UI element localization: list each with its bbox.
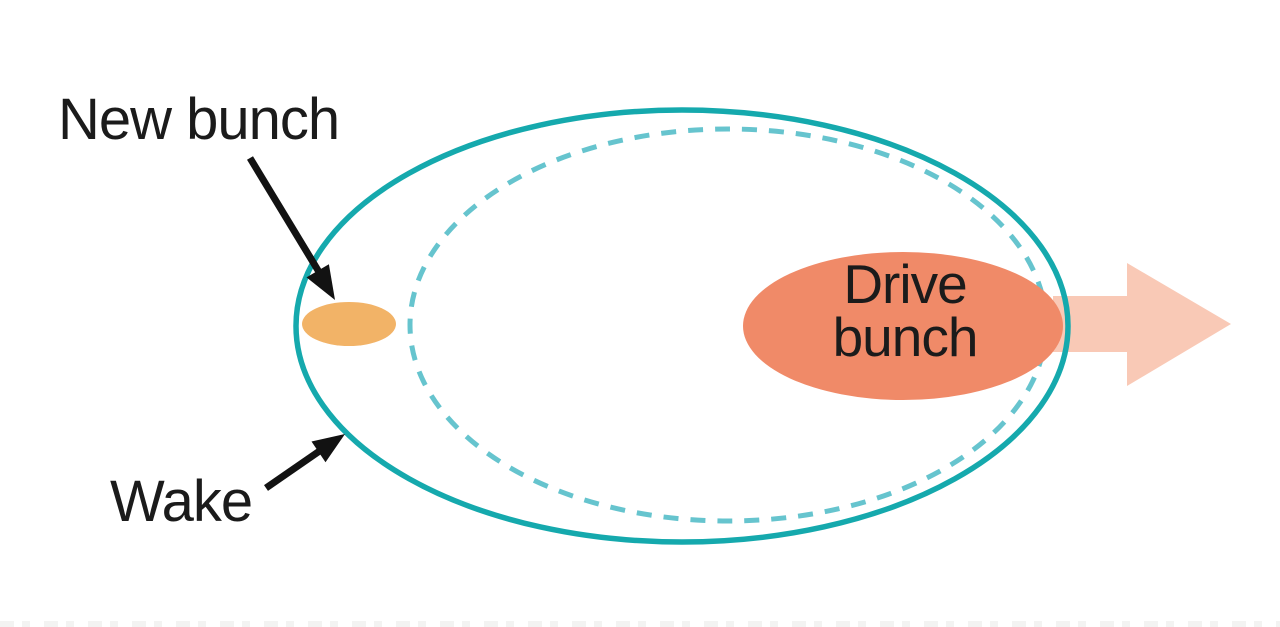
wake-outline-ellipse <box>293 107 1071 545</box>
wake-label: Wake <box>110 469 253 534</box>
new-bunch-pointer-arrow <box>247 156 335 300</box>
new-bunch-pointer-line <box>247 156 322 274</box>
new-bunch-label: New bunch <box>58 87 340 152</box>
new-bunch-ellipse <box>302 302 396 346</box>
wake-pointer-line <box>264 447 323 491</box>
drive-bunch-ellipse <box>743 252 1063 400</box>
cropped-caption-remnant <box>0 621 1280 627</box>
wake-pointer-head-icon <box>311 434 345 463</box>
direction-arrow-icon <box>1053 263 1231 386</box>
drive-bunch-label: Drive bunch <box>832 253 979 368</box>
wake-pointer-arrow <box>264 434 345 491</box>
new-bunch-pointer-head-icon <box>306 264 335 300</box>
